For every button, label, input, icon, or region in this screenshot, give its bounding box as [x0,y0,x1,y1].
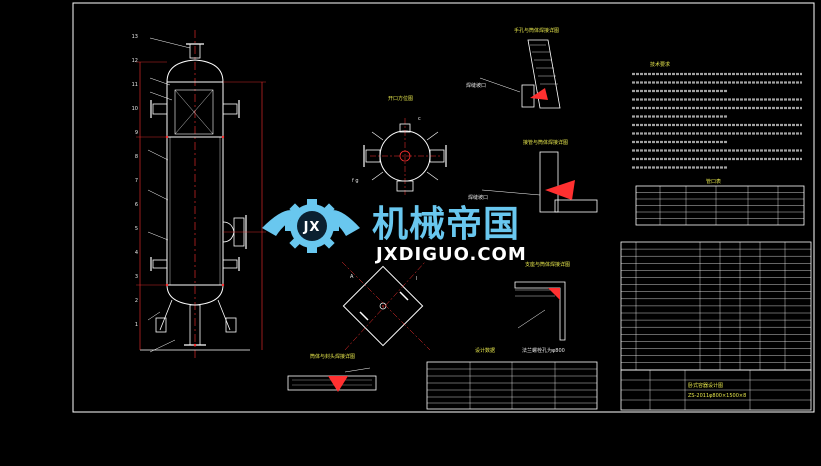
svg-text:I: I [416,276,417,282]
svg-text:A: A [350,274,354,280]
weld-detail-top: 手孔与筒体焊接详图 焊缝坡口 [466,27,561,109]
tech-requirements-title: 技术要求 [650,61,670,68]
svg-text:c: c [418,116,421,122]
svg-text:f g: f g [352,178,359,184]
drawing-frame [72,2,815,413]
vessel-part-label: 12 [132,58,138,64]
section-title-weld-mid: 接管与筒体焊接详图 [523,139,568,146]
drawing-number: ZS-2011φ800×1500×8 [688,393,746,399]
svg-text:焊缝坡口: 焊缝坡口 [466,82,486,89]
design-data-title: 设计数据 [475,347,495,354]
section-title-weld-bottom: 筒体与封头焊接详图 [310,353,355,360]
base-plate-detail: I A [341,261,431,351]
section-title-top-view: 开口方位图 [388,95,413,102]
vessel-part-label: 3 [135,274,138,280]
section-title-weld-top: 手孔与筒体焊接详图 [514,27,559,34]
parts-list [620,241,812,371]
vessel-part-label: 2 [135,298,138,304]
vessel-part-label: 9 [135,130,138,136]
vessel-elevation-view: 13 12 11 10 9 8 7 6 5 4 3 2 1 [132,30,266,360]
wing-right-icon [324,210,360,236]
logo-letters: JX [303,220,321,235]
watermark: JX 机械帝国 JXDIGUO.COM [262,199,527,265]
vessel-part-label: 5 [135,226,138,232]
nozzle-orientation-view: 开口方位图 c f g [352,95,447,195]
wing-left-icon [262,210,300,236]
design-data-table: 设计数据 法兰螺栓孔为φ800 [426,347,598,410]
vessel-part-label: 10 [132,106,138,112]
vessel-part-label: 4 [135,250,138,256]
weld-detail-bottom: 筒体与封头焊接详图 [287,353,377,392]
vessel-part-label: 1 [135,322,138,328]
technical-requirements: 技术要求 [632,61,802,169]
flange-note: 法兰螺栓孔为φ800 [522,347,565,354]
nozzle-table: 管口表 [635,178,805,226]
section-title-weld-right: 支座与筒体焊接详图 [525,261,570,268]
vessel-part-label: 8 [135,154,138,160]
brand-name-cn: 机械帝国 [372,204,520,245]
title-block: 卧式容器设计图 ZS-2011φ800×1500×8 [620,369,812,411]
vessel-part-label: 6 [135,202,138,208]
nozzle-table-title: 管口表 [706,178,721,185]
vessel-part-label: 13 [132,34,138,40]
vessel-part-label: 11 [132,82,138,88]
weld-detail-right: 支座与筒体焊接详图 [514,261,570,341]
gear-logo-icon: JX [285,199,339,253]
svg-text:焊缝坡口: 焊缝坡口 [468,194,488,201]
brand-url: JXDIGUO.COM [374,244,527,265]
weld-detail-mid: 接管与筒体焊接详图 焊缝坡口 [468,139,598,213]
vessel-part-label: 7 [135,178,138,184]
drawing-title: 卧式容器设计图 [688,382,723,389]
